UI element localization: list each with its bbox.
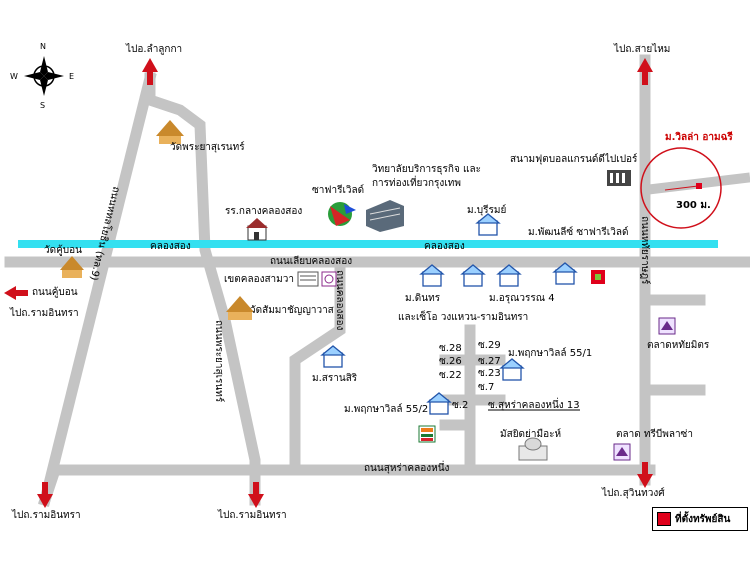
safari-world-icon (328, 202, 356, 226)
to-ramintra-left-label: ไปถ.รามอินทรา (10, 308, 79, 319)
villa-marker (696, 183, 702, 189)
roads (4, 54, 750, 507)
legend: ที่ตั้งทรัพย์สิน (652, 507, 748, 531)
housing-phanalee-icon (552, 262, 578, 285)
arrow-up-lumlukka (142, 58, 158, 85)
to-ramintra-bottom-mid-label: ไปถ.รามอินทรา (218, 510, 287, 521)
road-phraya-suren (144, 72, 261, 506)
soi-27-label: ซ.27 (478, 356, 501, 367)
to-suwintawong-label: ไปถ.สุวินทวงศ์ (602, 488, 665, 499)
compass-n-label: N (40, 42, 46, 51)
temple-sammachanyawat-icon (226, 296, 254, 320)
liap-road-label: ถนนเลียบคลองสอง (270, 256, 353, 267)
to-saimai-label: ไปถ.สายไหม (614, 44, 671, 55)
khu-bon-road-label: ถนนคู้บอน (32, 287, 78, 298)
khlong-song-left-road-label: ถนนคลองสอง (334, 270, 345, 331)
soi-26-label: ซ.26 (439, 356, 462, 367)
stadium-label: สนามฟุตบอลแกรนด์ดีไปเปอร์ (510, 154, 638, 165)
road-sai-mai (289, 256, 346, 476)
arrow-down-mid (248, 482, 264, 508)
housing-dinthon-icon (419, 264, 445, 287)
to-lumlukka-label: ไปอ.ลำลูกกา (126, 44, 183, 55)
arrow-left-khubon (4, 286, 28, 300)
mosque-icon (518, 437, 548, 461)
soi-28-label: ซ.28 (439, 343, 462, 354)
housing-arunwan-icon (496, 264, 522, 287)
wat-sammachanyawat-label: วัดสัมมาชัญญาวาส (250, 305, 334, 316)
housing-icons (320, 213, 578, 415)
soi-22-label: ซ.22 (439, 370, 462, 381)
school-icon (246, 218, 268, 241)
khlong-song-canal (18, 240, 718, 248)
district-office-icon (297, 271, 337, 287)
housing-pruksa-55-2-icon (426, 392, 452, 415)
compass-e-label: E (69, 72, 75, 81)
housing-buriram-icon (475, 213, 501, 236)
buriram-label: ม.บุรีรมย์ (467, 205, 507, 216)
khlong-song-label-1: คลองสอง (150, 241, 191, 252)
housing-pruksa-ramintra-icon (460, 264, 486, 287)
villa-label: ม.วิลล่า อามฉรี (665, 132, 733, 143)
phraya-suren-road-label: ถนนพระยาสุเรนทร์ (213, 320, 224, 403)
soi-29-label: ซ.29 (478, 340, 501, 351)
suhra-13-label: ซ.สุหร่าคลองหนึ่ง 13 (488, 400, 580, 411)
distance-label: 300 ม. (676, 200, 711, 211)
pruksa-ramintra-label: และเซ็โอ วงแหวน-รามอินทรา (398, 312, 529, 323)
talad-hathai-label: ตลาดหทัยมิตร (647, 340, 710, 351)
temple-phraya-suren-icon (156, 120, 184, 144)
arunwan-label: ม.อรุณวรรณ 4 (489, 293, 555, 304)
soi-23-label: ซ.23 (478, 368, 501, 379)
suhra-road-label: ถนนสุหร่าคลองหนึ่ง (364, 463, 450, 474)
road-right-top (639, 172, 750, 196)
khet-khlong-samwa-label: เขตคลองสามวา (224, 274, 294, 285)
wat-phraya-suren-label: วัดพระยาสุเรนทร์ (170, 142, 245, 153)
arrow-down-right (637, 462, 653, 488)
road-phaholyothin (38, 71, 157, 507)
housing-pruksa-55-1-icon (499, 358, 525, 381)
college-building-icon (366, 200, 404, 232)
soi-7-label: ซ.7 (478, 382, 495, 393)
arrow-up-saimai (637, 58, 653, 85)
pruksa-55-1-label: ม.พฤกษาวิลล์ 55/1 (508, 348, 593, 359)
compass-rose-icon (24, 56, 64, 96)
to-ramintra-bottom-left-label: ไปถ.รามอินทรา (12, 510, 81, 521)
khlong-song-label-2: คลองสอง (424, 241, 465, 252)
talad-ribin-label: ตลาด ทรีบีพลาซ่า (616, 429, 693, 440)
safari-world-label: ซาฟารีเวิลด์ (312, 185, 365, 196)
property-highlight-icon (591, 270, 605, 284)
compass-s-label: S (40, 101, 46, 110)
school-label: รร.กลางคลองสอง (225, 206, 303, 217)
college-label: วิทยาลัยบริการธุรกิจ และ การท่องเที่ยวกร… (372, 164, 481, 189)
seven-eleven-icon (418, 425, 436, 443)
housing-sarin-icon (320, 345, 346, 368)
masjid-label: มัสยิดย่ามือะห์ (500, 429, 562, 440)
compass-w-label: W (10, 72, 18, 81)
wat-ku-bon-label: วัดคู้บอน (44, 245, 82, 256)
direction-arrows (4, 58, 653, 508)
soi-2-label: ซ.2 (452, 400, 469, 411)
pruksa-55-2-label: ม.พฤกษาวิลล์ 55/2 (344, 404, 429, 415)
sarin-label: ม.สรานสิริ (312, 373, 358, 384)
temple-ku-bon-icon (60, 256, 84, 278)
phanalee-label: ม.พัฒนลีซ์ ซาฟารีเวิลด์ (528, 227, 629, 238)
stadium-icon (607, 170, 631, 186)
market-hathai-icon (658, 317, 676, 335)
hathairat-road-label: ถนนหทัยราษฎร์ (639, 216, 650, 285)
dinthon-label: ม.ดินทร (405, 293, 441, 304)
market-ribin-icon (613, 443, 631, 461)
villa-radius (640, 147, 722, 229)
legend-marker-swatch (657, 512, 671, 526)
arrow-down-left (37, 482, 53, 508)
legend-label: ที่ตั้งทรัพย์สิน (675, 514, 731, 525)
